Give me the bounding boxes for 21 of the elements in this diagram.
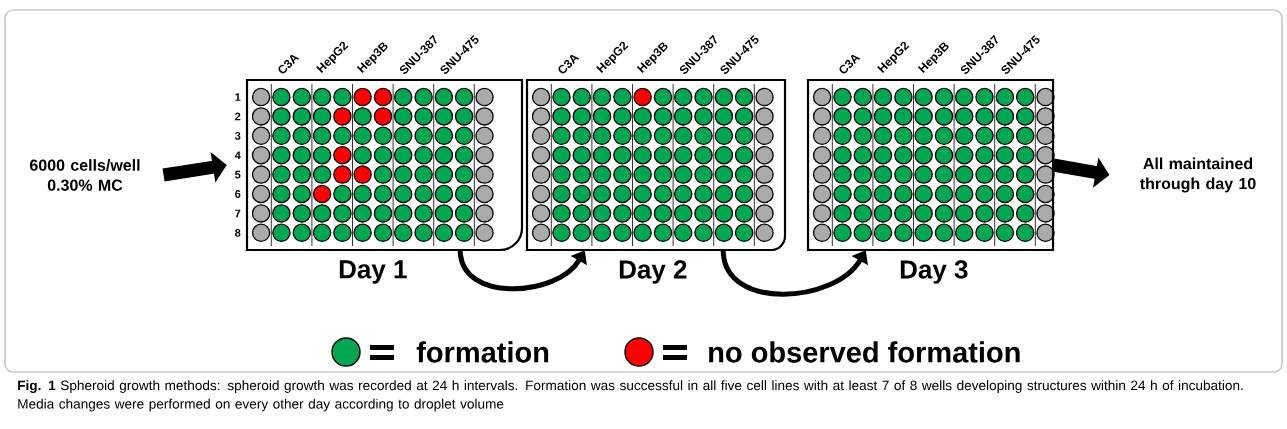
row-number: 3: [234, 131, 241, 140]
row-number: 2: [235, 112, 241, 121]
legend-text: no observed formation: [709, 341, 1020, 363]
column-label: C3A: [278, 54, 300, 74]
row-number: 1: [235, 93, 241, 101]
day-label: Day 2: [619, 260, 687, 284]
arrow: [720, 249, 868, 297]
row-number: 6: [235, 190, 241, 198]
row-number: 7: [235, 209, 241, 218]
row-number: 4: [234, 151, 241, 159]
caption: Fig. 1 Spheroid growth methods: spheroid growth was recorded at 24 h intervals. Formation was successful in all five cell lines with at least 7 of 8 wells developing structures within 24 h of incubation. Media changes were performed on every other day according to droplet volume: [18, 380, 1243, 412]
day-label: Day 1: [339, 260, 407, 284]
outcome-text: All maintained through day 10: [1139, 157, 1256, 193]
day-label: Day 3: [900, 260, 968, 284]
column-label: C3A: [839, 54, 861, 74]
row-number: 8: [235, 228, 241, 237]
row-number: 5: [235, 170, 241, 179]
condition-text: 6000 cells/well 0.30% MC: [30, 159, 140, 191]
legend-text: formation: [416, 341, 549, 363]
arrow: [457, 249, 587, 292]
column-label: C3A: [558, 54, 580, 74]
